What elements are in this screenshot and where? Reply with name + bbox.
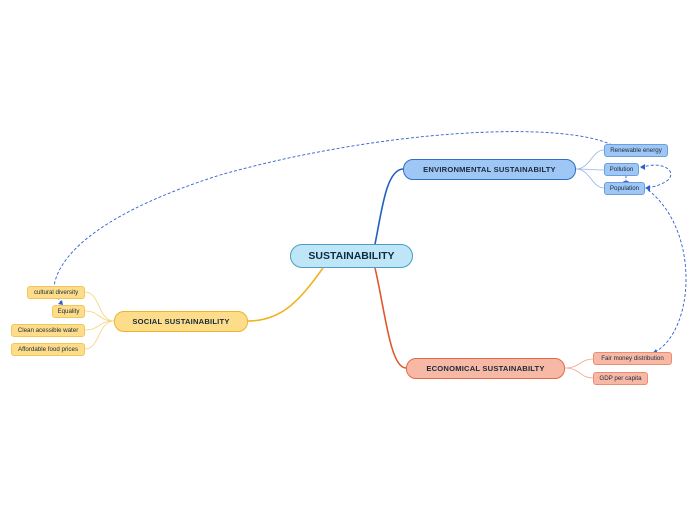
leaf-equality[interactable]: Equality (52, 305, 85, 318)
connector-center-social (247, 267, 324, 322)
arrow-head-equality (58, 300, 63, 305)
leaf-affordable-food-prices[interactable]: Affordable food prices (11, 343, 85, 356)
leaf-population[interactable]: Population (604, 182, 645, 195)
branch-environmental-sustainability[interactable]: ENVIRONMENTAL SUSTAINABILTY (403, 159, 576, 180)
connector-center-economical (374, 267, 407, 369)
connector-center-environmental (374, 168, 404, 245)
relation-population-fairmoney (647, 189, 687, 353)
connector-env-population (575, 168, 605, 189)
relation-arrow-cultural-equality (57, 297, 63, 305)
connector-soc-equality (84, 310, 115, 322)
leaf-pollution[interactable]: Pollution (604, 163, 639, 176)
leaf-gdp-per-capita[interactable]: GDP per capita (593, 372, 648, 385)
leaf-cultural-diversity[interactable]: cultural diversity (27, 286, 85, 299)
connector-soc-food (84, 320, 115, 350)
leaf-clean-accessible-water[interactable]: Clean acessible water (11, 324, 85, 337)
center-topic-sustainability[interactable]: SUSTAINABILITY (290, 244, 413, 268)
arrow-head-pollution (640, 164, 645, 170)
connector-env-renewable (575, 149, 605, 170)
arrow-head-population-side (645, 185, 650, 191)
relation-pollution-loop (640, 164, 672, 188)
connector-soc-water (84, 320, 115, 331)
branch-economical-sustainability[interactable]: ECONOMICAL SUSTAINABILTY (406, 358, 565, 379)
connector-soc-cultural (84, 291, 115, 322)
connector-eco-gdp (564, 367, 594, 379)
connector-eco-fair (564, 358, 594, 369)
branch-social-sustainability[interactable]: SOCIAL SUSTAINABILITY (114, 311, 248, 332)
leaf-renewable-energy[interactable]: Renewable energy (604, 144, 668, 157)
leaf-fair-money-distribution[interactable]: Fair money distribution (593, 352, 672, 365)
